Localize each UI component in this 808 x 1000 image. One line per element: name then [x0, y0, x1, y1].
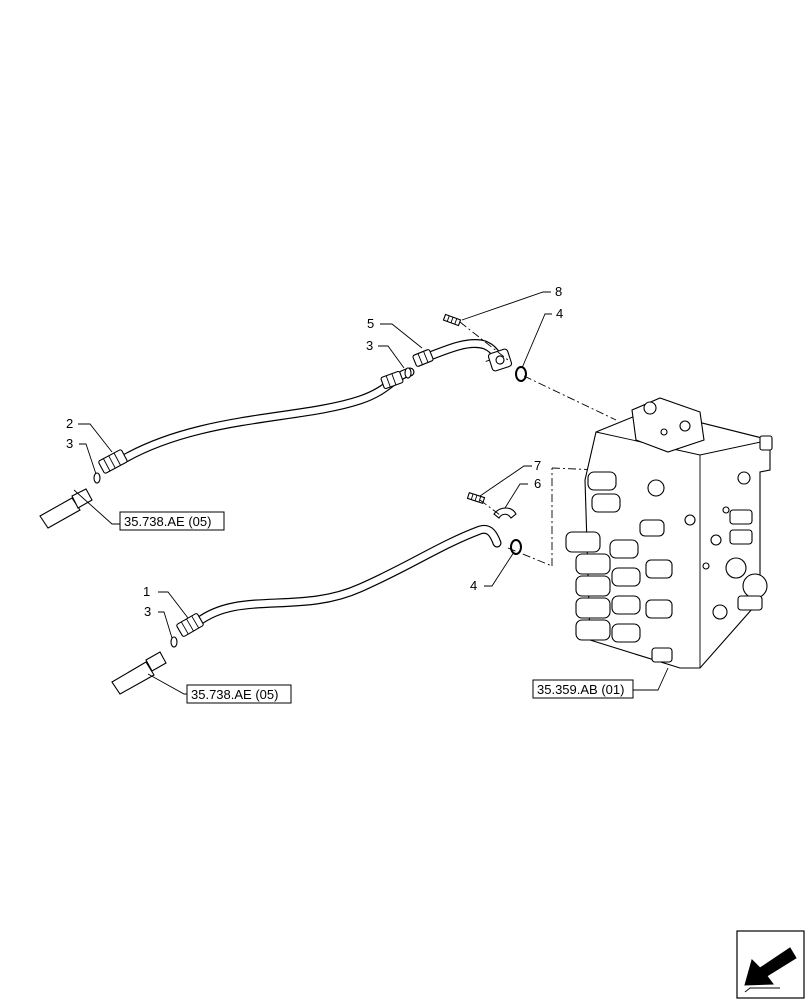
ref-upper-hose[interactable]: 35.738.AE (05)	[119, 511, 225, 531]
pipe-stub-upper	[39, 488, 93, 529]
callout-1: 1	[143, 584, 150, 599]
hose-fitting-1	[176, 613, 204, 637]
callout-3a: 3	[66, 436, 73, 451]
callout-5: 5	[367, 316, 374, 331]
ref-valve-label: 35.359.AB (01)	[537, 682, 624, 697]
hose-fitting-5	[412, 349, 434, 367]
ref-upper-hose-label: 35.738.AE (05)	[124, 514, 211, 529]
callout-labels: 1 2 3 3 3 4 4 5 6 7 8	[66, 284, 563, 619]
callout-3b: 3	[144, 604, 151, 619]
pipe-stub-lower	[111, 651, 167, 695]
callout-4a: 4	[556, 306, 563, 321]
ref-lower-hose-label: 35.738.AE (05)	[191, 687, 278, 702]
callout-8: 8	[555, 284, 562, 299]
hose-mid-fitting	[380, 370, 404, 390]
lower-hose-assembly	[111, 491, 522, 695]
o-ring-3a	[93, 472, 101, 484]
arrow-icon[interactable]	[736, 930, 805, 999]
control-valve-block	[565, 397, 773, 669]
o-ring-4a	[515, 366, 527, 382]
center-lines	[459, 321, 617, 567]
ref-lower-hose[interactable]: 35.738.AE (05)	[186, 684, 292, 704]
flange-block-upper	[485, 348, 513, 372]
callout-6: 6	[534, 476, 541, 491]
callout-4b: 4	[470, 578, 477, 593]
ref-valve[interactable]: 35.359.AB (01)	[532, 679, 634, 699]
leader-lines	[73, 291, 669, 695]
o-ring-3c	[404, 367, 412, 379]
spool-plugs	[565, 471, 763, 663]
callout-2: 2	[66, 416, 73, 431]
callout-3c: 3	[366, 338, 373, 353]
callout-7: 7	[534, 458, 541, 473]
hose-fitting-2	[98, 449, 128, 474]
o-ring-4b	[510, 539, 522, 555]
o-ring-3b	[170, 636, 178, 648]
upper-hose-assembly	[39, 313, 527, 529]
bolt-8	[442, 313, 462, 327]
half-clamp-6	[493, 507, 517, 519]
